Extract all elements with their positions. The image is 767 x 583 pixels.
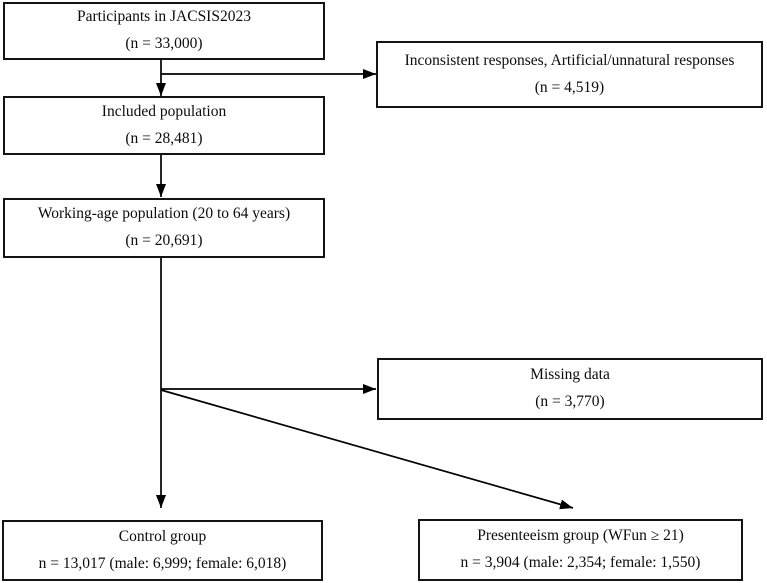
box-control-group-title: Control group (118, 527, 207, 545)
box-participants-title: Participants in JACSIS2023 (77, 8, 251, 26)
box-excluded-inconsistent: Inconsistent responses, Artificial/unnat… (376, 41, 763, 108)
box-participants-count: (n = 33,000) (125, 35, 203, 52)
box-working-age-population: Working-age population (20 to 64 years) … (3, 198, 325, 258)
box-excluded-missing-data-title: Missing data (530, 366, 610, 384)
box-excluded-missing-data: Missing data (n = 3,770) (377, 358, 763, 420)
box-included-population: Included population (n = 28,481) (3, 96, 325, 155)
box-excluded-missing-data-count: (n = 3,770) (535, 393, 605, 410)
box-control-group-count: n = 13,017 (male: 6,999; female: 6,018) (38, 554, 287, 572)
box-included-population-count: (n = 28,481) (125, 129, 203, 147)
box-presenteeism-group-count: n = 3,904 (male: 2,354; female: 1,550) (460, 554, 701, 571)
arrow-branch-to-presenteeism (160, 389, 574, 510)
box-excluded-inconsistent-title: Inconsistent responses, Artificial/unnat… (404, 51, 735, 69)
box-working-age-population-title: Working-age population (20 to 64 years) (37, 205, 291, 223)
box-presenteeism-group: Presenteeism group (WFun ≥ 21) n = 3,904… (418, 519, 743, 581)
box-excluded-inconsistent-count: (n = 4,519) (534, 78, 605, 96)
box-presenteeism-group-title: Presenteeism group (WFun ≥ 21) (477, 527, 684, 545)
box-control-group: Control group n = 13,017 (male: 6,999; f… (2, 520, 323, 581)
box-participants: Participants in JACSIS2023 (n = 33,000) (3, 2, 325, 60)
box-working-age-population-count: (n = 20,691) (125, 232, 203, 249)
box-included-population-title: Included population (101, 102, 227, 120)
